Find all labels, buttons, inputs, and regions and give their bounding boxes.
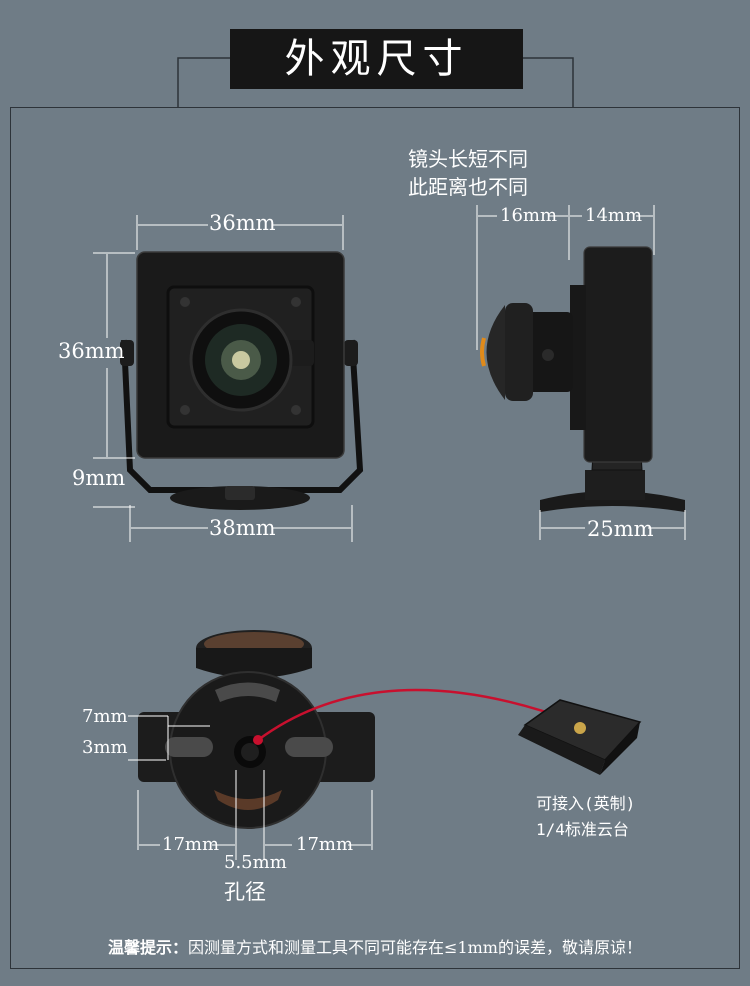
title-box bbox=[230, 29, 523, 89]
front-height-label: 36mm bbox=[58, 339, 125, 363]
footer-note: 温馨提示：因测量方式和测量工具不同可能存在≤1mm的误差，敬请原谅！ bbox=[0, 934, 750, 958]
front-bracket-height-label: 9mm bbox=[72, 466, 126, 490]
hole-label: 孔径 bbox=[224, 880, 266, 904]
tripod-text-line1: 可接入(英制) bbox=[536, 794, 636, 813]
hole-diameter-label: 5.5mm bbox=[224, 852, 287, 873]
tripod-callout-line bbox=[253, 688, 576, 745]
side-view-dimensions bbox=[476, 205, 686, 540]
tripod-text-line2: 1/4标准云台 bbox=[536, 820, 629, 839]
lens-note-line1: 镜头长短不同 bbox=[408, 147, 528, 171]
side-body-dim-label: 14mm bbox=[585, 205, 643, 226]
tripod-plate bbox=[518, 699, 642, 775]
side-lens-dim-label: 16mm bbox=[500, 205, 558, 226]
content-frame bbox=[10, 107, 740, 969]
front-view-camera bbox=[120, 251, 364, 510]
front-view-dimensions bbox=[93, 215, 353, 542]
front-width-top-label: 36mm bbox=[209, 211, 276, 235]
footer-text: 因测量方式和测量工具不同可能存在≤1mm的误差，敬请原谅！ bbox=[188, 938, 642, 957]
footer-label: 温馨提示： bbox=[108, 938, 189, 957]
title-connector bbox=[177, 57, 574, 107]
bottom-right-dim-label: 17mm bbox=[296, 834, 354, 855]
bottom-view-dimensions bbox=[128, 715, 373, 860]
slot-height-label: 3mm bbox=[82, 737, 128, 758]
page-title: 外观尺寸 bbox=[284, 36, 469, 82]
bottom-view-camera bbox=[138, 630, 375, 829]
side-base-dim-label: 25mm bbox=[587, 517, 654, 541]
bottom-left-dim-label: 17mm bbox=[162, 834, 220, 855]
slot-width-label: 7mm bbox=[82, 706, 128, 727]
lens-note-line2: 此距离也不同 bbox=[408, 175, 528, 199]
front-width-bottom-label: 38mm bbox=[209, 516, 276, 540]
side-view-camera bbox=[480, 246, 685, 512]
